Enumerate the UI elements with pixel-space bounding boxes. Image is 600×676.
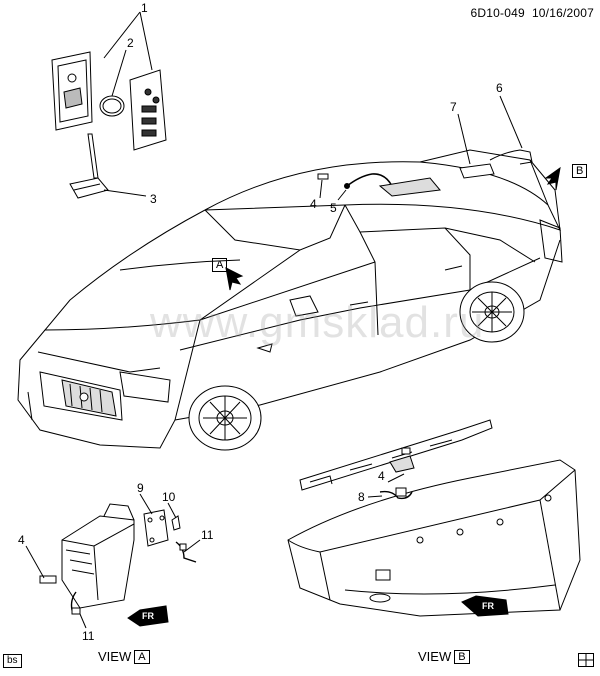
front-arrow-b <box>461 595 509 617</box>
rear-sensor <box>379 487 413 500</box>
view-b-marker: B <box>572 164 588 178</box>
callout-5: 5 <box>330 201 337 215</box>
front-label-b: FR <box>482 601 494 611</box>
rear-bumper <box>287 459 581 617</box>
diagram-header: 6D10-049 10/16/2007 <box>471 6 594 20</box>
callout-3: 3 <box>150 192 157 206</box>
callout-2: 2 <box>127 36 134 50</box>
roof-antenna-parts <box>317 173 393 189</box>
grid-corner-icon <box>578 653 594 667</box>
callout-7: 7 <box>450 100 457 114</box>
key-fob-open <box>51 51 93 131</box>
front-label-a: FR <box>142 611 154 621</box>
diagram-code: 6D10-049 <box>470 6 525 20</box>
callout-1: 1 <box>141 1 148 15</box>
bumper-bracket <box>299 419 493 491</box>
key-fob-closed <box>129 69 167 151</box>
rear-module <box>378 149 533 197</box>
watermark-text: www.gmsklad.ru <box>150 298 485 347</box>
callout-4-view-a: 4 <box>18 533 25 547</box>
view-b-text: VIEW <box>418 649 452 664</box>
callout-4: 4 <box>310 197 317 211</box>
view-b-caption: VIEW B <box>418 649 470 664</box>
callout-8: 8 <box>358 490 365 504</box>
view-a-arrow <box>225 267 244 291</box>
console-bracket <box>61 503 135 609</box>
clip <box>171 515 181 531</box>
callout-6: 6 <box>496 81 503 95</box>
callout-9: 9 <box>137 481 144 495</box>
callout-10: 10 <box>162 490 176 504</box>
key-blade <box>69 133 109 199</box>
callout-11-bottom: 11 <box>82 629 95 643</box>
corner-badge: bs <box>3 654 22 668</box>
harness-bottom <box>70 591 81 615</box>
view-a-caption: VIEW A <box>98 649 150 664</box>
callout-4-bumper: 4 <box>378 469 385 483</box>
harness-right <box>175 541 197 563</box>
view-a-letter: A <box>134 649 150 664</box>
front-arrow-a <box>127 605 169 627</box>
callout-11-right: 11 <box>201 528 214 542</box>
module-plate <box>143 509 169 547</box>
view-a-marker: A <box>212 258 228 272</box>
view-b-letter: B <box>454 649 470 664</box>
battery <box>99 95 125 117</box>
diagram-date: 10/16/2007 <box>531 6 594 20</box>
view-a-text: VIEW <box>98 649 132 664</box>
car-body <box>17 149 563 451</box>
view-b-arrow <box>544 166 561 191</box>
view-a-sensor <box>39 575 57 584</box>
